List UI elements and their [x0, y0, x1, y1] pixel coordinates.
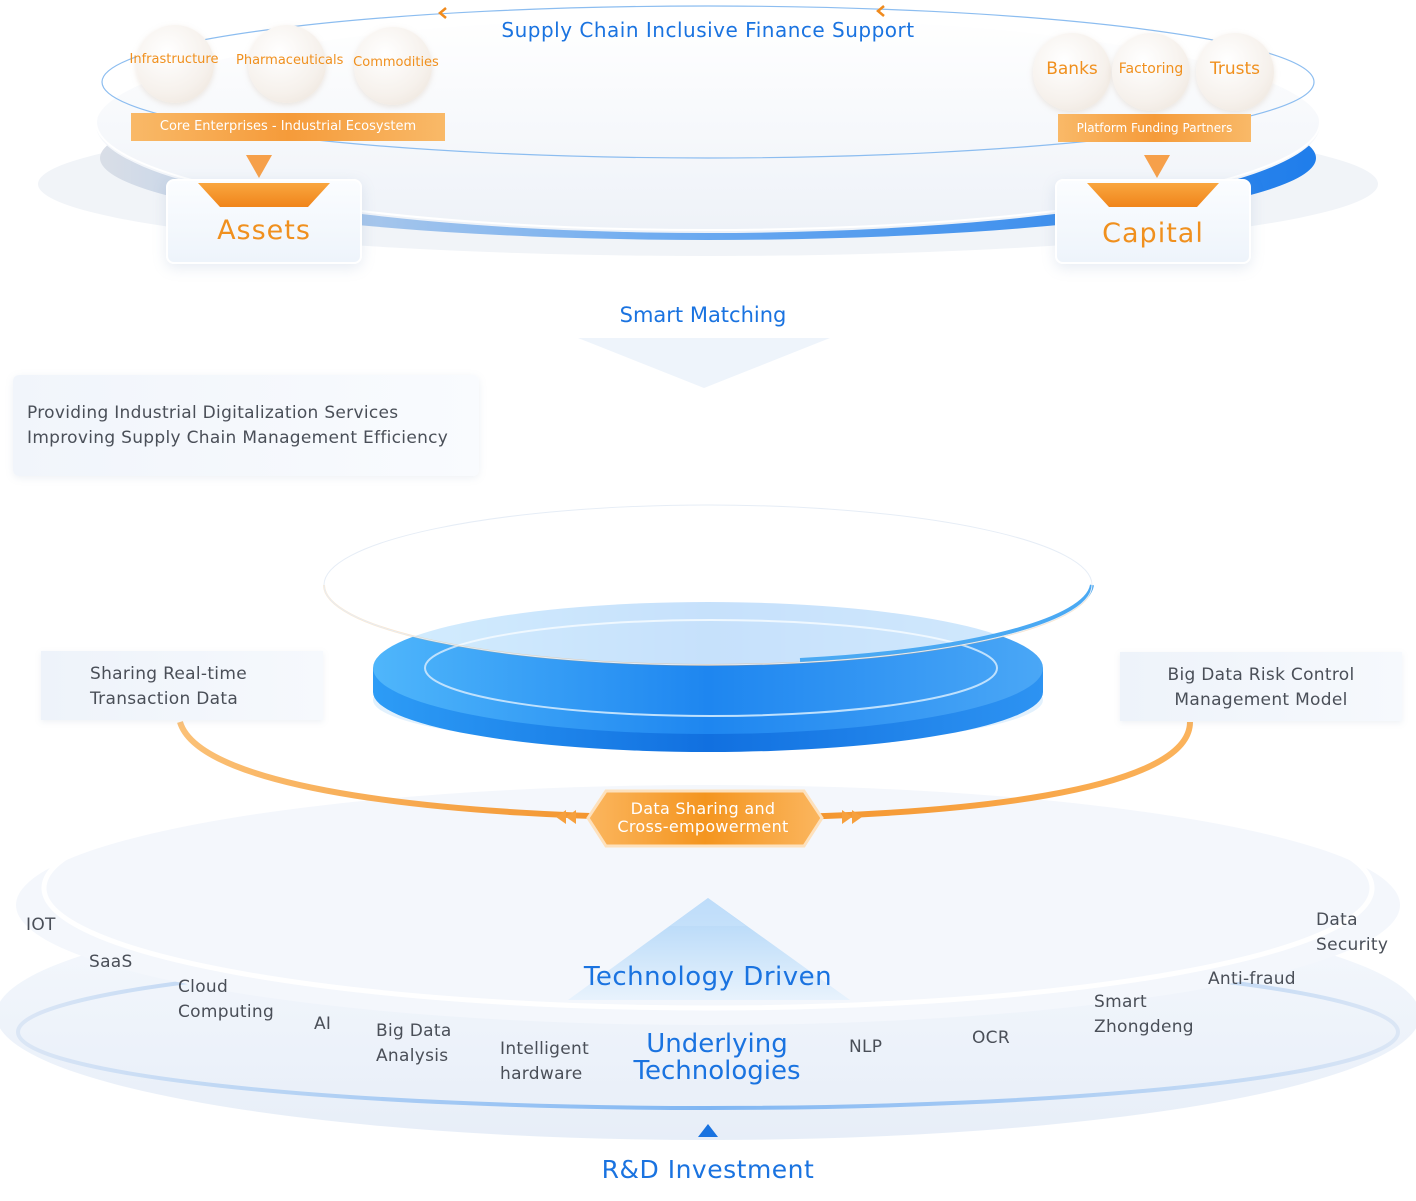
glass-lens — [324, 505, 1092, 665]
core-enterprises-bar: Core Enterprises - Industrial Ecosystem — [131, 113, 445, 141]
supply-chain-title: Supply Chain Inclusive Finance Support — [501, 18, 915, 42]
industry-circle-commodities — [354, 27, 432, 105]
rd-investment-label: R&D Investment — [601, 1155, 815, 1184]
base-platform-highlight — [41, 765, 1375, 1011]
platform-funding-bar: Platform Funding Partners — [1058, 114, 1251, 142]
capital-chevron-icon — [1087, 183, 1219, 207]
realtime-data-line-1: Sharing Real-time — [90, 664, 247, 684]
funder-circle-banks — [1033, 33, 1111, 111]
funder-label-factoring: Factoring — [1118, 61, 1184, 77]
smart-matching-label: Smart Matching — [619, 303, 787, 327]
data-sharing-line-1: Data Sharing and — [630, 799, 776, 818]
tech-saas: SaaS — [89, 952, 133, 972]
capital-down-arrow-icon — [1144, 155, 1170, 178]
glass-lens-edge — [323, 504, 1093, 666]
badge-right-chevrons-icon — [842, 810, 862, 824]
industry-label-infrastructure: Infrastructure — [129, 52, 219, 67]
funder-circle-factoring — [1112, 33, 1190, 111]
services-box — [13, 375, 479, 476]
industry-circle-infrastructure — [136, 25, 214, 103]
top-platform-edge — [95, 13, 1321, 231]
glass-lens-rim-blue — [799, 584, 1094, 662]
assets-card: Assets — [166, 179, 362, 264]
risk-control-line-2: Management Model — [1174, 690, 1348, 710]
tech-ai: AI — [314, 1014, 332, 1034]
industry-label-pharmaceuticals: Pharmaceuticals — [236, 53, 344, 68]
industry-label-commodities: Commodities — [353, 55, 439, 70]
data-sharing-line-2: Cross-empowerment — [617, 817, 789, 836]
badge-left-chevrons-icon — [556, 810, 576, 824]
technology-triangle-tip — [670, 898, 746, 926]
tech-ocr: OCR — [972, 1028, 1010, 1048]
funder-label-banks: Banks — [1046, 59, 1098, 79]
assets-title: Assets — [217, 215, 311, 246]
risk-control-line-1: Big Data Risk Control — [1167, 665, 1355, 685]
assets-chevron-icon — [198, 183, 330, 207]
rd-up-arrow-icon — [698, 1124, 718, 1137]
services-line-2: Improving Supply Chain Management Effici… — [27, 428, 449, 448]
capital-title: Capital — [1102, 218, 1204, 249]
realtime-data-line-2: Transaction Data — [90, 689, 239, 709]
capital-card: Capital — [1055, 179, 1251, 264]
tech-nlp: NLP — [849, 1037, 883, 1057]
underlying-line-1: Underlying — [646, 1029, 788, 1059]
technology-driven-label: Technology Driven — [583, 962, 833, 992]
top-orbit-ring — [101, 5, 1315, 159]
risk-control-box — [1120, 652, 1402, 721]
funder-label-trusts: Trusts — [1209, 59, 1261, 79]
technology-triangle — [568, 898, 850, 1000]
industry-circle-pharmaceuticals — [248, 25, 326, 103]
underlying-technologies-label: Underlying Technologies — [600, 1031, 834, 1085]
realtime-data-box — [41, 651, 323, 720]
smart-matching-funnel — [578, 338, 830, 388]
underlying-line-2: Technologies — [633, 1056, 801, 1086]
assets-down-arrow-icon — [246, 155, 272, 178]
funder-circle-trusts — [1196, 33, 1274, 111]
tech-anti-fraud: Anti-fraud — [1208, 969, 1296, 989]
data-sharing-badge — [586, 789, 824, 848]
services-line-1: Providing Industrial Digitalization Serv… — [27, 403, 399, 423]
orbit-arrow-right-icon — [876, 5, 885, 17]
orbit-arrow-left-icon — [438, 7, 447, 19]
tech-iot: IOT — [26, 915, 56, 935]
